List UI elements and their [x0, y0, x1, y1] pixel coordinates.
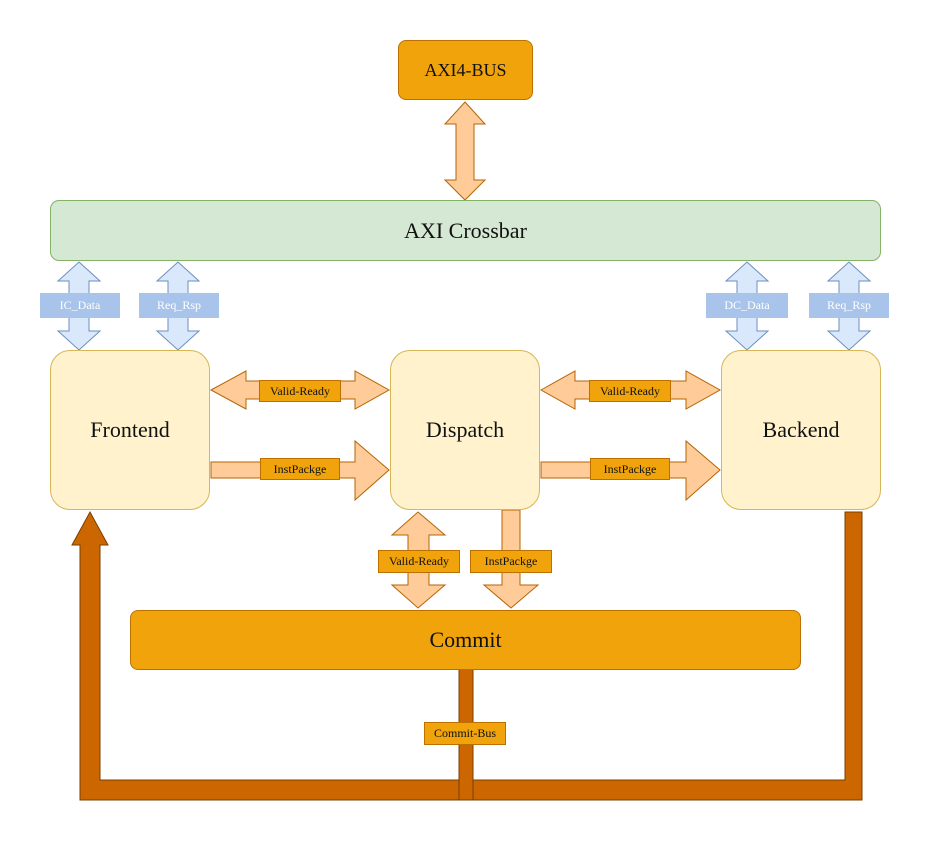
frontend-block: Frontend [50, 350, 210, 510]
commit-bus-label: Commit-Bus [424, 722, 506, 745]
backend-label: Backend [762, 417, 840, 442]
axi4-bus-label: AXI4-BUS [424, 59, 507, 80]
axi-crossbar-block: AXI Crossbar [50, 200, 881, 261]
axi4-bus-block: AXI4-BUS [398, 40, 533, 100]
axi-bus-crossbar-arrow [443, 101, 487, 201]
req-rsp-left-label: Req_Rsp [139, 293, 219, 318]
dc-data-label: DC_Data [706, 293, 788, 318]
backend-block: Backend [721, 350, 881, 510]
instpackge-dispatch-backend-label: InstPackge [590, 458, 670, 480]
instpackge-dispatch-commit-label: InstPackge [470, 550, 552, 573]
req-rsp-right-label: Req_Rsp [809, 293, 889, 318]
axi-crossbar-label: AXI Crossbar [404, 217, 527, 243]
ic-data-label: IC_Data [40, 293, 120, 318]
valid-ready-frontend-dispatch-label: Valid-Ready [259, 380, 341, 402]
dispatch-label: Dispatch [425, 417, 505, 442]
commit-bus-to-frontend-arrow [71, 510, 460, 801]
valid-ready-dispatch-backend-label: Valid-Ready [589, 380, 671, 402]
commit-label: Commit [429, 627, 502, 652]
commit-block: Commit [130, 610, 801, 670]
valid-ready-dispatch-commit-label: Valid-Ready [378, 550, 460, 573]
instpackge-frontend-dispatch-label: InstPackge [260, 458, 340, 480]
frontend-label: Frontend [90, 417, 170, 442]
dispatch-block: Dispatch [390, 350, 540, 510]
commit-bus-to-backend-path [472, 511, 863, 801]
